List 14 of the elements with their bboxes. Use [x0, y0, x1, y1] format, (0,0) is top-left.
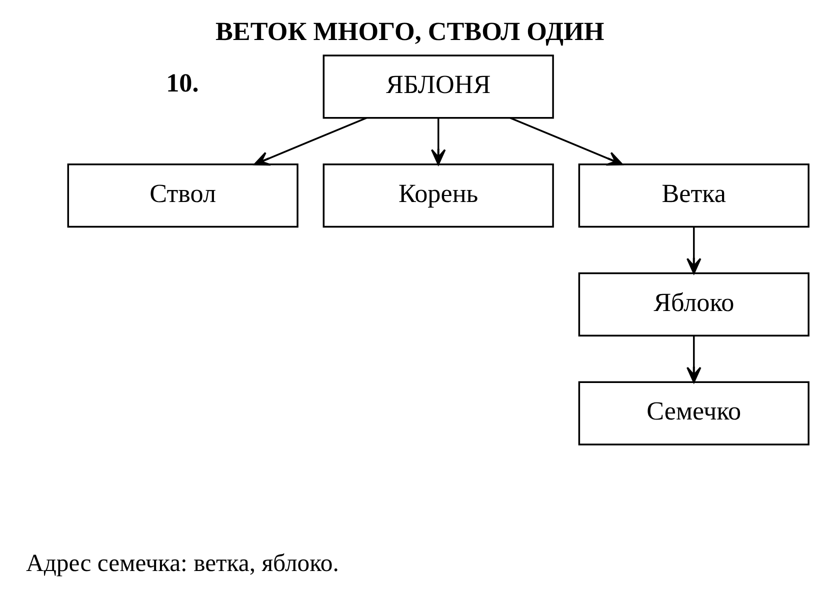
arrow — [686, 335, 702, 382]
node-box: Семечко — [578, 380, 810, 445]
node-box: Яблоко — [578, 272, 810, 336]
node-box: Корень — [322, 162, 554, 228]
label: 10. — [166, 68, 199, 98]
arrow — [254, 116, 367, 166]
arrow — [430, 118, 446, 165]
node-box: Ветка — [578, 162, 810, 228]
node-box: ЯБЛОНЯ — [322, 54, 554, 118]
diagram-title: ВЕТОК МНОГО, СТВОЛ ОДИН — [216, 16, 604, 46]
label: Адрес семечка: ветка, яблоко. — [26, 550, 339, 577]
arrow — [686, 226, 702, 274]
arrow — [510, 116, 623, 166]
node-box: Ствол — [67, 162, 298, 228]
